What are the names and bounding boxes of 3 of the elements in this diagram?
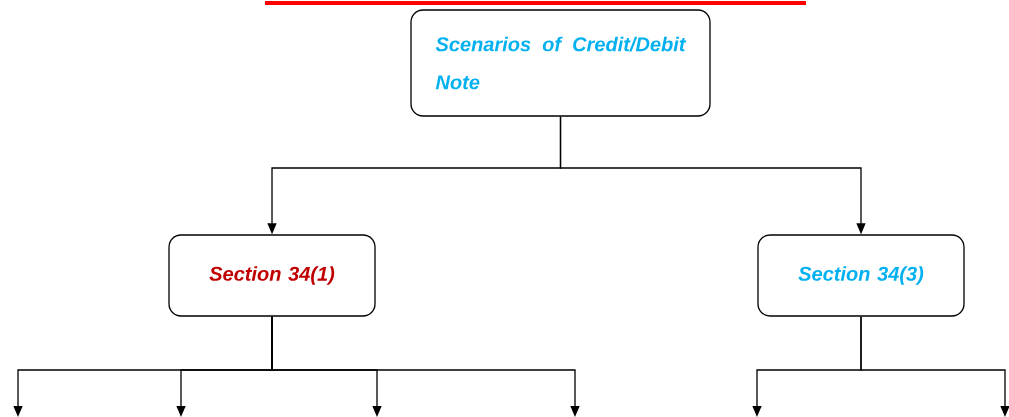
box: Section 34(1) [168, 234, 376, 317]
box: Section 34(3) [757, 234, 965, 317]
box: Scenarios of Credit/Debit Note [410, 9, 711, 117]
